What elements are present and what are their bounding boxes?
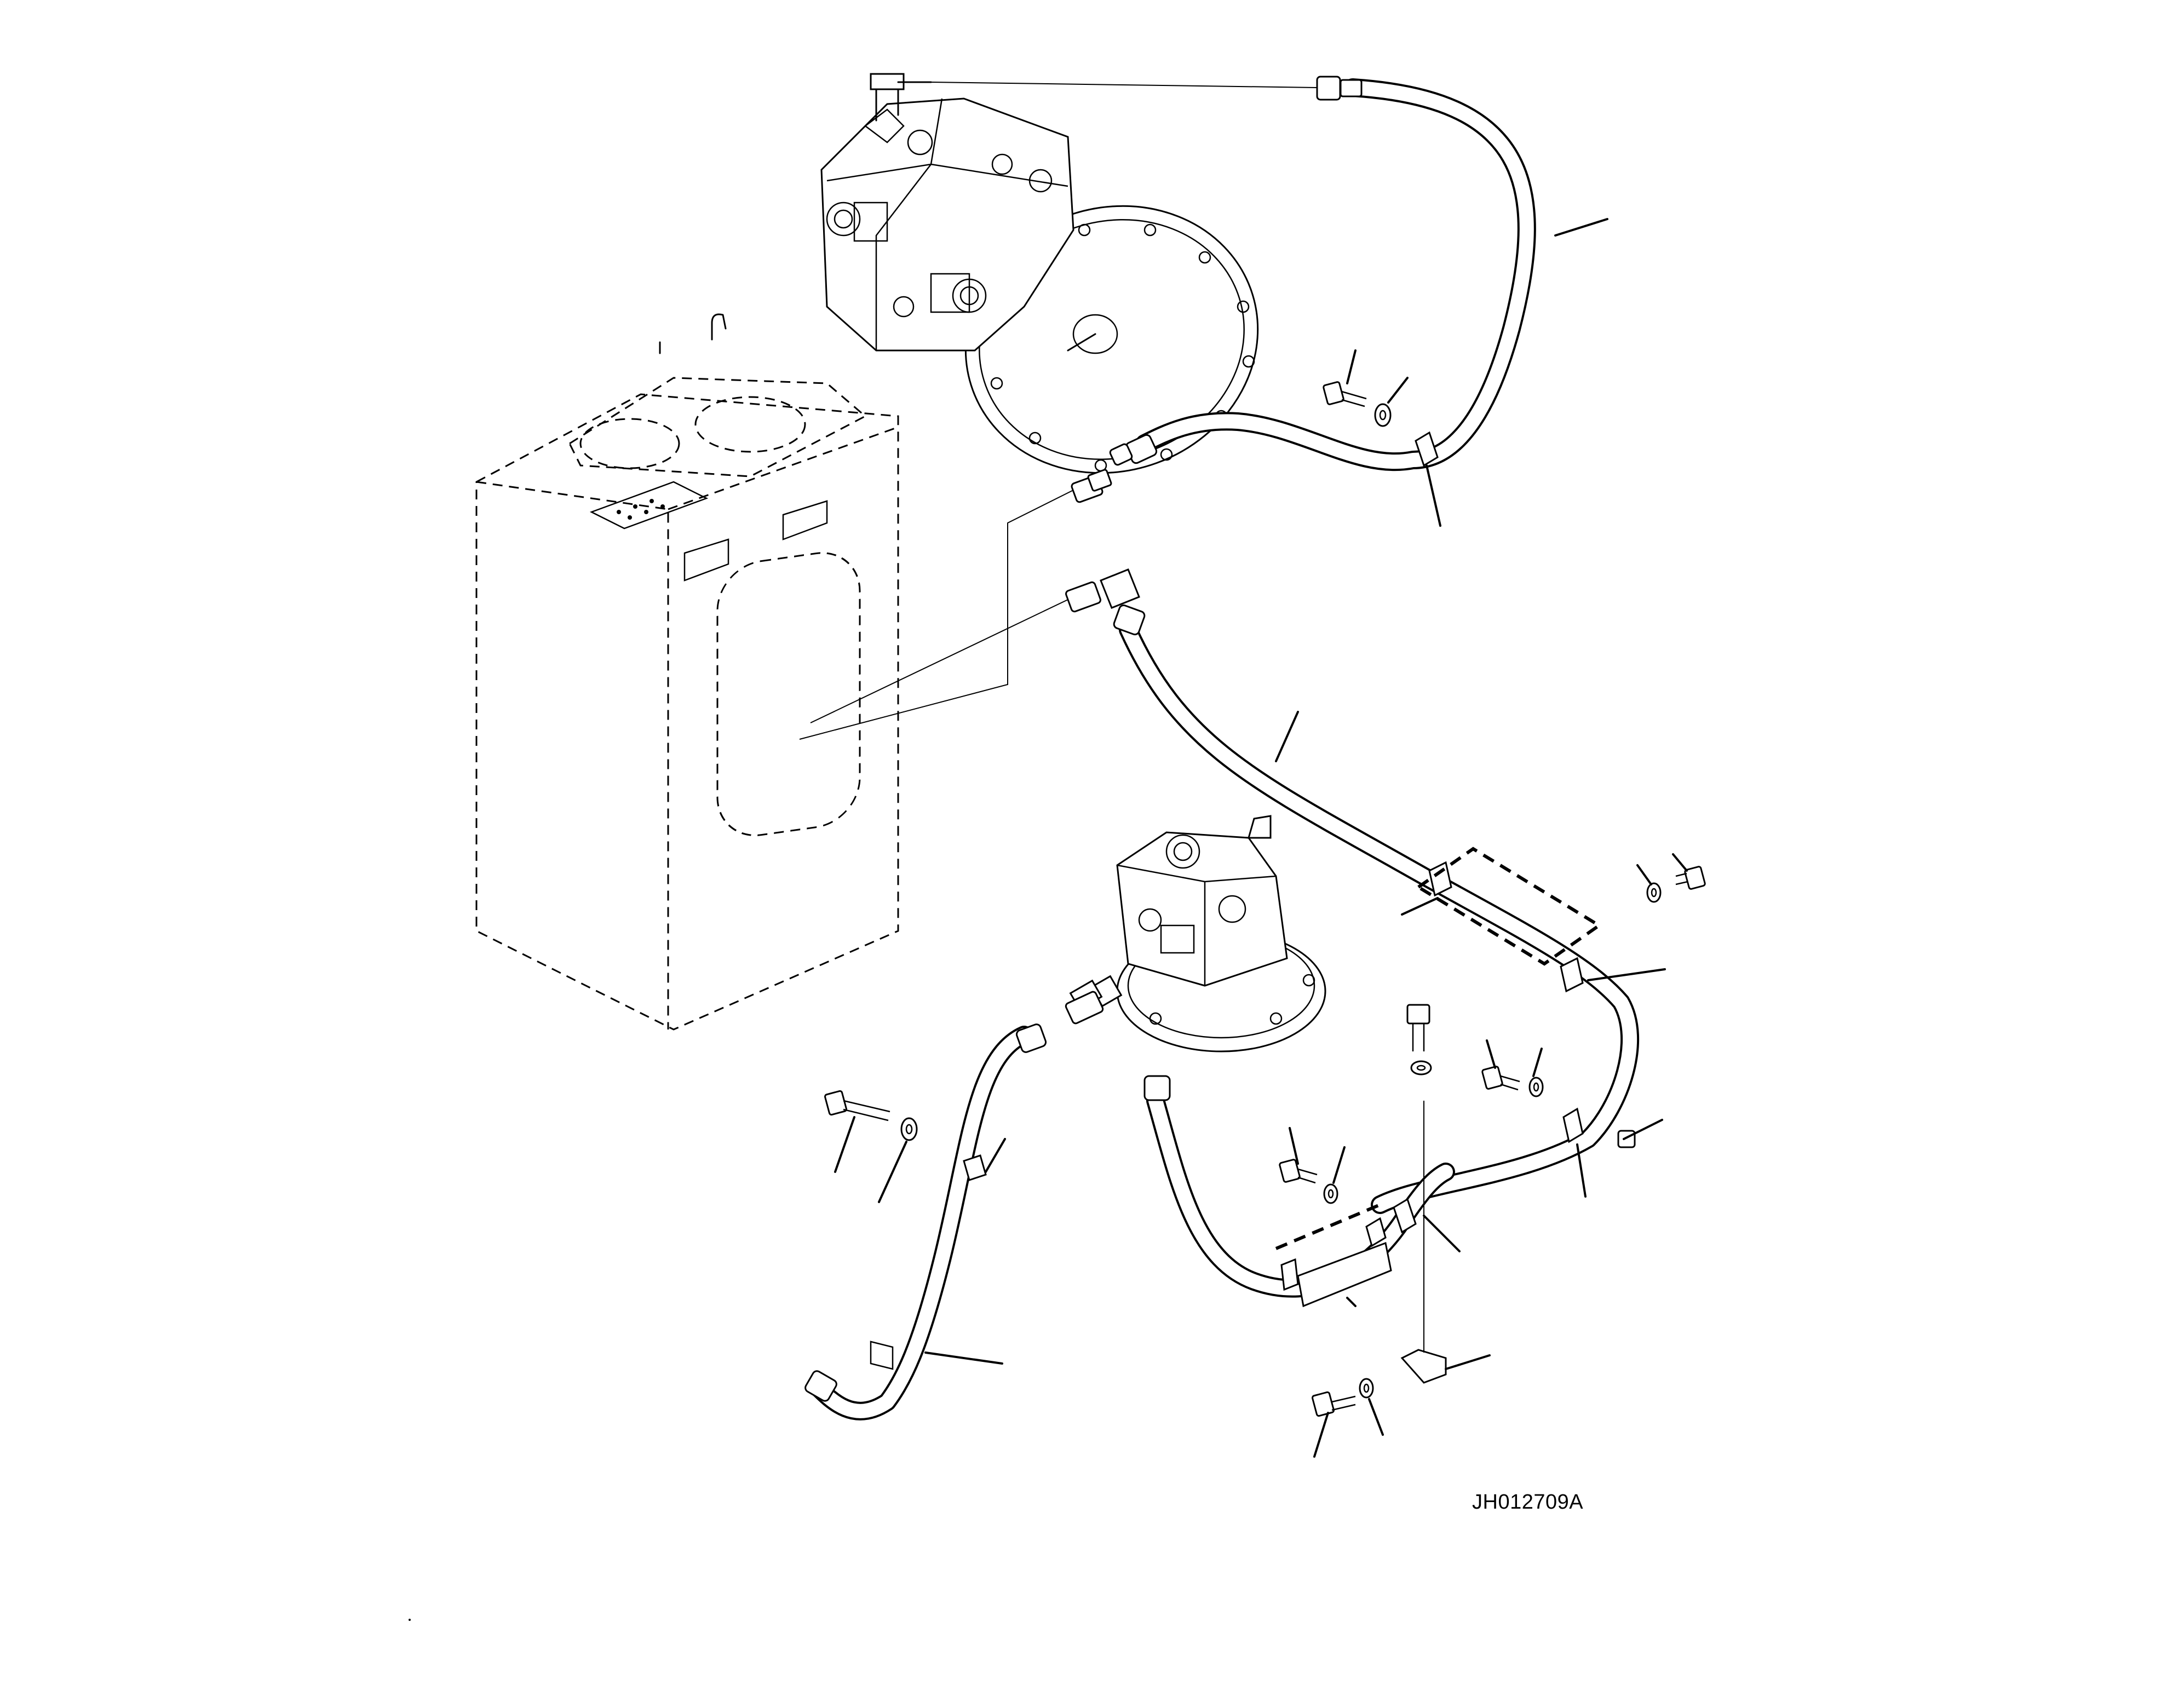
- drain-hose-motor: [1143, 1075, 1455, 1298]
- hydraulic-tank: [475, 313, 899, 1031]
- bolts: [824, 381, 1706, 1417]
- leader-line: [1554, 218, 1608, 237]
- drain-hose-long: [1113, 604, 1640, 1214]
- leader-line: [1346, 349, 1357, 384]
- main-pump: [820, 73, 1259, 474]
- leader-line: [1445, 1354, 1491, 1370]
- drain-hose-pump: [930, 76, 1536, 471]
- leader-line: [1332, 1146, 1346, 1184]
- leader-line: [1426, 464, 1441, 527]
- leader-line: [1532, 1048, 1543, 1077]
- swing-motor: [1069, 815, 1326, 1052]
- leader-line: [1289, 1127, 1299, 1165]
- leader-line: [1401, 897, 1439, 916]
- elbow-fittings: [799, 469, 1140, 1025]
- leader-line: [924, 1351, 1003, 1365]
- leader-line: [1346, 1297, 1357, 1307]
- leader-line: [1275, 711, 1299, 762]
- leader-line: [1672, 853, 1688, 872]
- leader-line: [1313, 1412, 1329, 1458]
- leader-line: [1636, 864, 1652, 885]
- leader-line: [1587, 968, 1666, 981]
- leader-line: [1623, 1119, 1663, 1140]
- leader-line: [1387, 377, 1409, 404]
- leader-line: [1423, 1215, 1461, 1252]
- leader-line: [1576, 1143, 1587, 1198]
- drain-hose-lower: [804, 1023, 1047, 1420]
- leader-line: [1486, 1039, 1496, 1069]
- leader-line: [834, 1116, 855, 1173]
- leader-line: [1368, 1398, 1384, 1436]
- leader-line: [878, 1141, 907, 1203]
- drawing-code: JH012709A: [1472, 1491, 1584, 1514]
- clamp-brackets: [1275, 847, 1602, 1384]
- callout-leaders: [834, 218, 1688, 1458]
- washers: [900, 403, 1662, 1399]
- hose-clamps: [963, 431, 1584, 1291]
- leader-line: [985, 1138, 1006, 1173]
- stray-dot: [409, 1619, 411, 1621]
